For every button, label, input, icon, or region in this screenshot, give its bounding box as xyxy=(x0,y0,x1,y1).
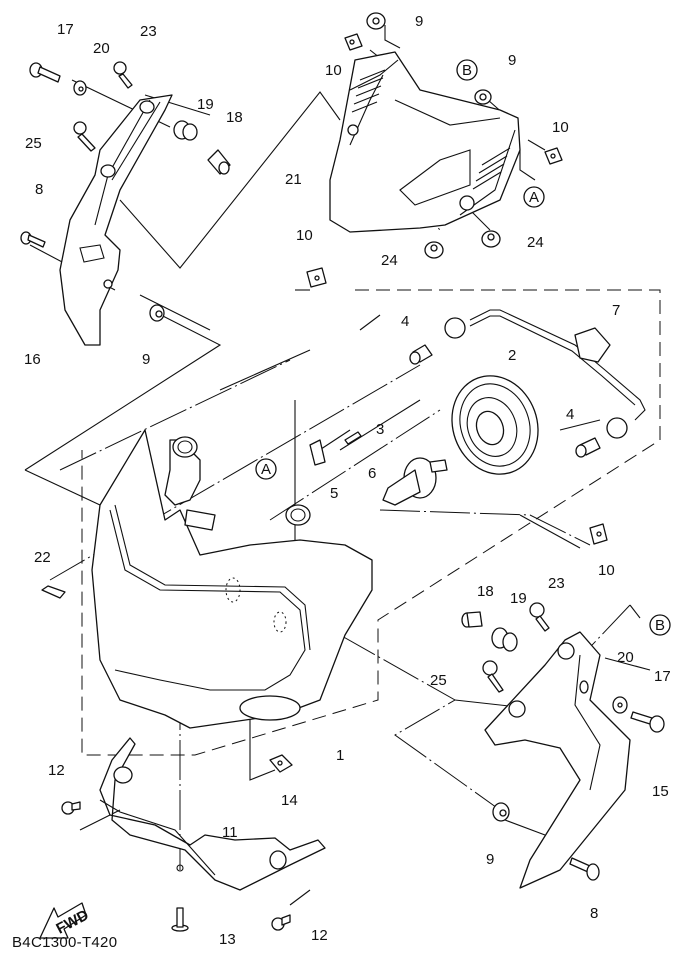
callout-21: 21 xyxy=(285,171,302,188)
part-19-grommet[interactable] xyxy=(173,120,198,141)
callout-23: 23 xyxy=(140,23,157,40)
part-21-upper-cowl[interactable] xyxy=(329,51,521,233)
ref-marker-b-right: B xyxy=(649,614,671,636)
part-17-bolt[interactable] xyxy=(29,62,61,83)
callout-23-right: 23 xyxy=(548,575,565,592)
callout-5: 5 xyxy=(330,485,338,502)
callout-11: 11 xyxy=(222,824,238,841)
callout-6: 6 xyxy=(368,465,376,482)
callout-12-right: 12 xyxy=(311,927,328,944)
part-19-grommet-right[interactable] xyxy=(491,627,518,652)
cowl-vents-right xyxy=(472,147,511,190)
callout-15: 15 xyxy=(652,783,669,800)
callout-17: 17 xyxy=(57,21,74,38)
fwd-arrow-icon: FWD xyxy=(39,902,92,939)
part-25-screw[interactable] xyxy=(73,121,96,152)
part-7-wire-harness[interactable] xyxy=(444,309,646,439)
part-22-pad[interactable] xyxy=(41,585,66,599)
part-18-collar[interactable] xyxy=(207,149,231,175)
part-15-right-bracket[interactable] xyxy=(484,631,631,889)
part-24-grommet-left[interactable] xyxy=(424,241,444,259)
ref-marker-a-top: A xyxy=(523,186,545,208)
part-12-screw-right[interactable] xyxy=(271,914,291,931)
callout-9-lower: 9 xyxy=(486,851,494,868)
part-1-headlight-unit[interactable] xyxy=(91,429,373,729)
svg-text:A: A xyxy=(261,461,271,478)
callout-16: 16 xyxy=(24,351,41,368)
callout-10-lower: 10 xyxy=(598,562,615,579)
part-13-bolt[interactable] xyxy=(171,907,189,932)
callout-12-left: 12 xyxy=(48,762,65,779)
part-9-grommet-right[interactable] xyxy=(492,802,510,822)
part-12-screw-left[interactable] xyxy=(61,801,81,815)
svg-text:B: B xyxy=(462,62,472,79)
part-3-headlight-bulb[interactable] xyxy=(382,457,448,506)
part-17-bolt-right[interactable] xyxy=(630,711,665,733)
callout-8-lower: 8 xyxy=(590,905,598,922)
callout-19: 19 xyxy=(197,96,214,113)
callout-10-mid: 10 xyxy=(296,227,313,244)
part-4-bulb-left[interactable] xyxy=(409,344,433,365)
callout-1: 1 xyxy=(336,747,344,764)
callout-20: 20 xyxy=(93,40,110,57)
part-16-left-bracket[interactable] xyxy=(59,94,173,346)
part-25-screw-right[interactable] xyxy=(482,660,504,693)
callout-18: 18 xyxy=(226,109,243,126)
callout-17-right: 17 xyxy=(654,668,671,685)
callout-4-right: 4 xyxy=(566,406,574,423)
callout-25-right: 25 xyxy=(430,672,447,689)
part-8-bolt[interactable] xyxy=(20,231,46,248)
callout-3: 3 xyxy=(376,421,384,438)
callout-20-right: 20 xyxy=(617,649,634,666)
callout-24-right: 24 xyxy=(527,234,544,251)
callout-13: 13 xyxy=(219,931,236,948)
part-9-grommet[interactable] xyxy=(149,304,165,322)
callout-24-left: 24 xyxy=(381,252,398,269)
callout-25: 25 xyxy=(25,135,42,152)
callout-labels: 17 20 23 19 18 25 8 16 9 9 10 9 10 21 24… xyxy=(24,13,671,948)
cowl-vents-left xyxy=(351,69,386,113)
part-14-nut[interactable] xyxy=(269,754,293,773)
callout-4-left: 4 xyxy=(401,313,409,330)
part-4-bulb-right[interactable] xyxy=(575,437,601,458)
callout-22: 22 xyxy=(34,549,51,566)
callout-9-top: 9 xyxy=(415,13,423,30)
part-2-bulb-socket-cover[interactable] xyxy=(438,364,551,487)
svg-text:A: A xyxy=(529,189,539,206)
part-5-clamp[interactable] xyxy=(309,439,326,466)
part-24-grommet-right[interactable] xyxy=(481,230,501,248)
part-10-clip-top[interactable] xyxy=(344,33,363,51)
ref-marker-b-top: B xyxy=(456,59,478,81)
part-18-collar-right[interactable] xyxy=(461,611,483,628)
callout-2: 2 xyxy=(508,347,516,364)
callout-14: 14 xyxy=(281,792,298,809)
callout-9: 9 xyxy=(142,351,150,368)
callout-9-right: 9 xyxy=(508,52,516,69)
svg-text:B: B xyxy=(655,617,665,634)
ref-marker-a-mid: A xyxy=(255,458,277,480)
part-10-clip-lower[interactable] xyxy=(589,523,608,545)
part-20-washer[interactable] xyxy=(73,80,87,96)
callout-7: 7 xyxy=(612,302,620,319)
part-11-lower-cover[interactable] xyxy=(99,737,326,891)
part-9-nut-top[interactable] xyxy=(366,12,386,30)
part-23-screw[interactable] xyxy=(113,61,133,89)
part-23-screw-right[interactable] xyxy=(529,602,550,632)
callout-8: 8 xyxy=(35,181,43,198)
part-8-bolt-right[interactable] xyxy=(569,857,600,881)
part-10-clip-mid[interactable] xyxy=(306,267,327,288)
callout-10-top: 10 xyxy=(325,62,342,79)
callout-18-right: 18 xyxy=(477,583,494,600)
diagram-code: B4C1300-T420 xyxy=(12,934,118,951)
callout-10-right: 10 xyxy=(552,119,569,136)
part-10-clip-right[interactable] xyxy=(544,147,563,165)
callout-19-right: 19 xyxy=(510,590,527,607)
part-9-nut-right[interactable] xyxy=(474,89,492,105)
part-20-washer-right[interactable] xyxy=(612,696,628,714)
part-6-screw[interactable] xyxy=(344,431,362,445)
headlight-assembly-boundary xyxy=(81,289,661,756)
